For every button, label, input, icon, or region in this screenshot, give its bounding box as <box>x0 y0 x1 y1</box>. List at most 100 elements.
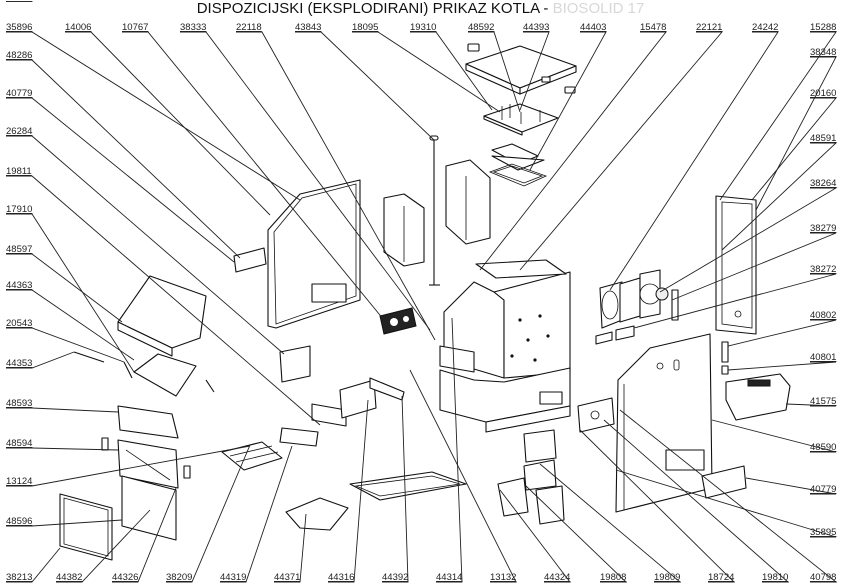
part-number-label: 35896 <box>6 22 32 33</box>
leader-line <box>166 444 251 583</box>
callout-right-38348: 38348 <box>755 47 837 211</box>
part-number-label: 35895 <box>810 527 836 538</box>
part-number-label: 13132 <box>490 572 516 583</box>
part-left-side-panel <box>233 179 361 383</box>
part-boiler-body <box>439 259 571 433</box>
part-number-label: 41575 <box>810 396 836 407</box>
callout-top-44393: 44393 <box>519 22 550 111</box>
part-number-label: 26284 <box>6 126 32 137</box>
callout-right-20160: 20160 <box>751 88 837 201</box>
callout-right-48591: 48591 <box>721 133 838 251</box>
leader-line <box>727 361 837 371</box>
part-baffle-plates <box>383 159 491 267</box>
callout-left-17910: 17910 <box>6 204 135 373</box>
leader-line <box>751 97 837 201</box>
leader-line <box>236 31 436 341</box>
callout-right-40779: 40779 <box>745 477 836 495</box>
leader-line <box>659 187 838 293</box>
leader-line <box>6 59 241 259</box>
callout-left-48594: 48594 <box>6 438 119 451</box>
part-number-label: 14006 <box>65 22 91 33</box>
leader-line <box>519 31 550 111</box>
leader-line <box>727 319 837 347</box>
part-number-label: 18724 <box>708 572 734 583</box>
callout-right-38272: 38272 <box>633 264 837 329</box>
leader-line <box>6 253 123 323</box>
callout-bottom-19809: 19809 <box>539 463 682 583</box>
callout-bottom-40798: 40798 <box>619 409 838 583</box>
leader-line <box>6 31 301 201</box>
leader-line <box>719 31 837 201</box>
leader-line <box>6 447 119 451</box>
leader-line <box>633 273 837 329</box>
leader-line <box>352 31 501 113</box>
callout-bottom-38209: 38209 <box>166 444 251 583</box>
part-number-label: 24242 <box>752 22 778 33</box>
part-hopper-lid <box>117 275 207 357</box>
part-number-label: 19809 <box>654 572 680 583</box>
part-number-label: 18095 <box>352 22 378 33</box>
part-ash-tray <box>285 471 467 531</box>
callout-left-38213: 38213 <box>6 0 32 3</box>
part-number-label: 19810 <box>762 572 788 583</box>
part-number-label: 38213 <box>6 0 32 3</box>
part-number-label: 20160 <box>810 88 836 99</box>
part-number-label: 48590 <box>810 442 836 453</box>
callout-bottom-19808: 19808 <box>525 485 628 583</box>
leader-line <box>180 31 431 331</box>
callout-left-13124: 13124 <box>6 445 251 487</box>
part-number-label: 38213 <box>6 572 32 583</box>
part-number-label: 17910 <box>6 204 32 215</box>
part-controller <box>725 373 791 421</box>
parts <box>59 43 791 561</box>
callout-bottom-44324: 44324 <box>499 489 571 583</box>
leader-line <box>436 317 463 583</box>
part-number-label: 48596 <box>6 516 32 527</box>
part-number-label: 44353 <box>6 358 32 369</box>
callout-left-26284: 26284 <box>6 126 285 355</box>
part-number-label: 40798 <box>810 572 836 583</box>
part-number-label: 48591 <box>810 133 836 144</box>
callout-left-44363: 44363 <box>6 280 135 361</box>
callout-right-35895: 35895 <box>615 469 836 538</box>
callout-top-18095: 18095 <box>352 22 501 113</box>
part-number-label: 48286 <box>6 50 32 61</box>
leader-line <box>609 31 779 291</box>
callout-top-15288: 15288 <box>719 22 837 201</box>
part-ash-door-plate <box>577 397 615 433</box>
part-top-plate <box>483 103 559 136</box>
callout-left-40779: 40779 <box>6 88 235 263</box>
leader-line <box>579 429 736 583</box>
part-number-label: 38272 <box>810 264 836 275</box>
diagram-title: DISPOZICIJSKI (EKSPLODIRANI) PRIKAZ KOTL… <box>0 0 841 18</box>
leader-line <box>671 232 837 301</box>
part-fan-assembly <box>595 269 679 345</box>
title-model-name: BIOSOLID 17 <box>552 0 645 17</box>
part-number-label: 48592 <box>468 22 494 33</box>
leader-line <box>499 489 571 583</box>
part-number-label: 44371 <box>274 572 300 583</box>
leader-line <box>539 463 682 583</box>
callout-top-38333: 38333 <box>180 22 431 331</box>
part-ash-door <box>59 475 177 561</box>
callout-left-48593: 48593 <box>6 398 119 413</box>
part-number-label: 44316 <box>328 572 354 583</box>
leader-line <box>65 31 271 216</box>
part-top-cover <box>465 43 577 95</box>
callout-bottom-13132: 13132 <box>409 369 517 583</box>
leader-line <box>56 509 151 583</box>
part-number-label: 44363 <box>6 280 32 291</box>
part-number-label: 40779 <box>6 88 32 99</box>
part-number-label: 48593 <box>6 398 32 409</box>
part-number-label: 13124 <box>6 476 32 487</box>
callout-left-48596: 48596 <box>6 516 123 527</box>
leader-line <box>468 31 521 113</box>
leader-line <box>785 403 837 407</box>
callout-right-41575: 41575 <box>785 396 837 407</box>
callout-left-48597: 48597 <box>6 244 123 323</box>
leader-line <box>122 31 385 321</box>
callout-bottom-44371: 44371 <box>274 513 307 583</box>
callout-left-44353: 44353 <box>6 351 75 369</box>
leader-line <box>382 395 409 583</box>
leader-line <box>6 519 123 527</box>
